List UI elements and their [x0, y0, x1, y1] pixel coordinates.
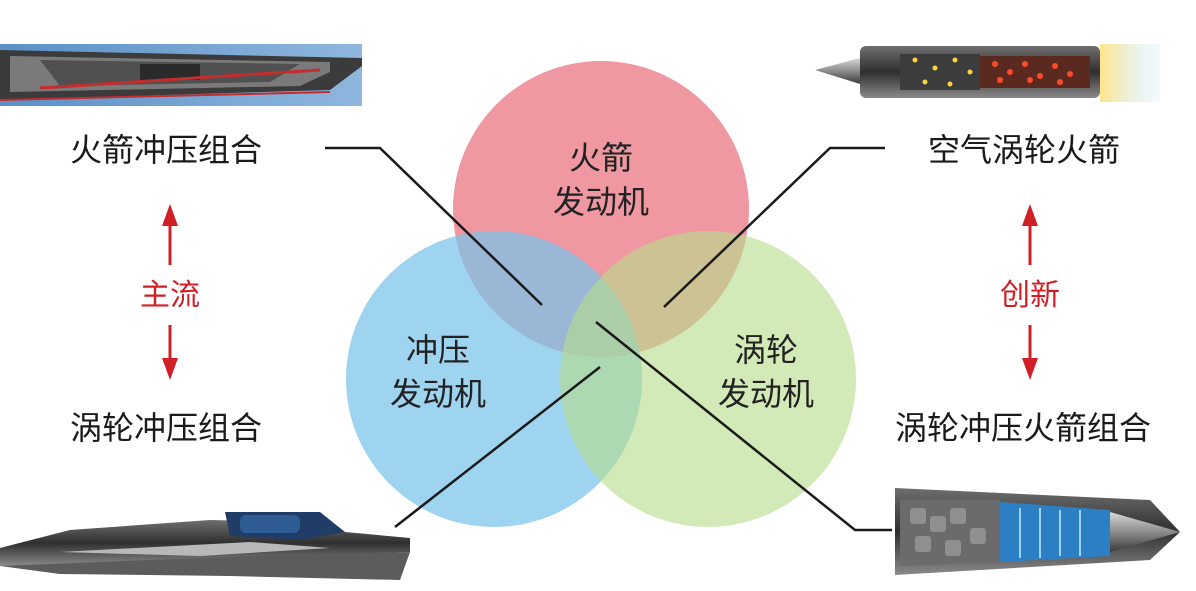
arrow-up-icon — [1022, 204, 1038, 226]
connector-lines — [325, 146, 892, 532]
ramjet-engine-circle — [346, 231, 642, 527]
connector-turbo-ramjet — [394, 366, 601, 528]
turbo-ramjet-rocket-image — [895, 488, 1180, 575]
innovation-label: 创新 — [1000, 278, 1060, 313]
connector-turbo-ramjet-rocket — [595, 321, 892, 532]
connector-air-turbo-rocket — [663, 146, 885, 308]
turbo-engine-label: 涡轮 发动机 — [706, 328, 826, 416]
rocket-engine-label-line2: 发动机 — [552, 183, 649, 221]
rocket-engine-label: 火箭 发动机 — [541, 136, 661, 224]
ramjet-engine-label-line1: 冲压 — [405, 331, 470, 369]
turbo-engine-circle — [560, 231, 856, 527]
turbo-ramjet-rocket-combination-label: 涡轮冲压火箭组合 — [895, 409, 1152, 447]
arrow-up-icon — [162, 204, 178, 226]
arrow-down-icon — [1022, 358, 1038, 380]
right-double-arrow — [1022, 204, 1038, 380]
turbo-ramjet-combination-label: 涡轮冲压组合 — [70, 409, 263, 447]
air-turborocket-image — [815, 44, 1160, 102]
turbo-ramjet-vehicle-image — [0, 512, 410, 580]
turbo-engine-label-line2: 发动机 — [717, 375, 814, 413]
arrow-down-icon — [162, 358, 178, 380]
left-double-arrow — [162, 204, 178, 380]
air-turborocket-label: 空气涡轮火箭 — [928, 131, 1121, 169]
venn-diagram — [346, 61, 856, 527]
rocket-ramjet-vehicle-image — [0, 44, 362, 106]
ramjet-engine-label: 冲压 发动机 — [378, 328, 498, 416]
turbo-engine-label-line1: 涡轮 — [733, 331, 798, 369]
connector-rocket-ramjet — [325, 146, 543, 306]
ramjet-engine-label-line2: 发动机 — [389, 375, 486, 413]
rocket-ramjet-combination-label: 火箭冲压组合 — [70, 131, 263, 169]
rocket-engine-label-line1: 火箭 — [568, 139, 633, 177]
mainstream-label: 主流 — [140, 278, 200, 313]
